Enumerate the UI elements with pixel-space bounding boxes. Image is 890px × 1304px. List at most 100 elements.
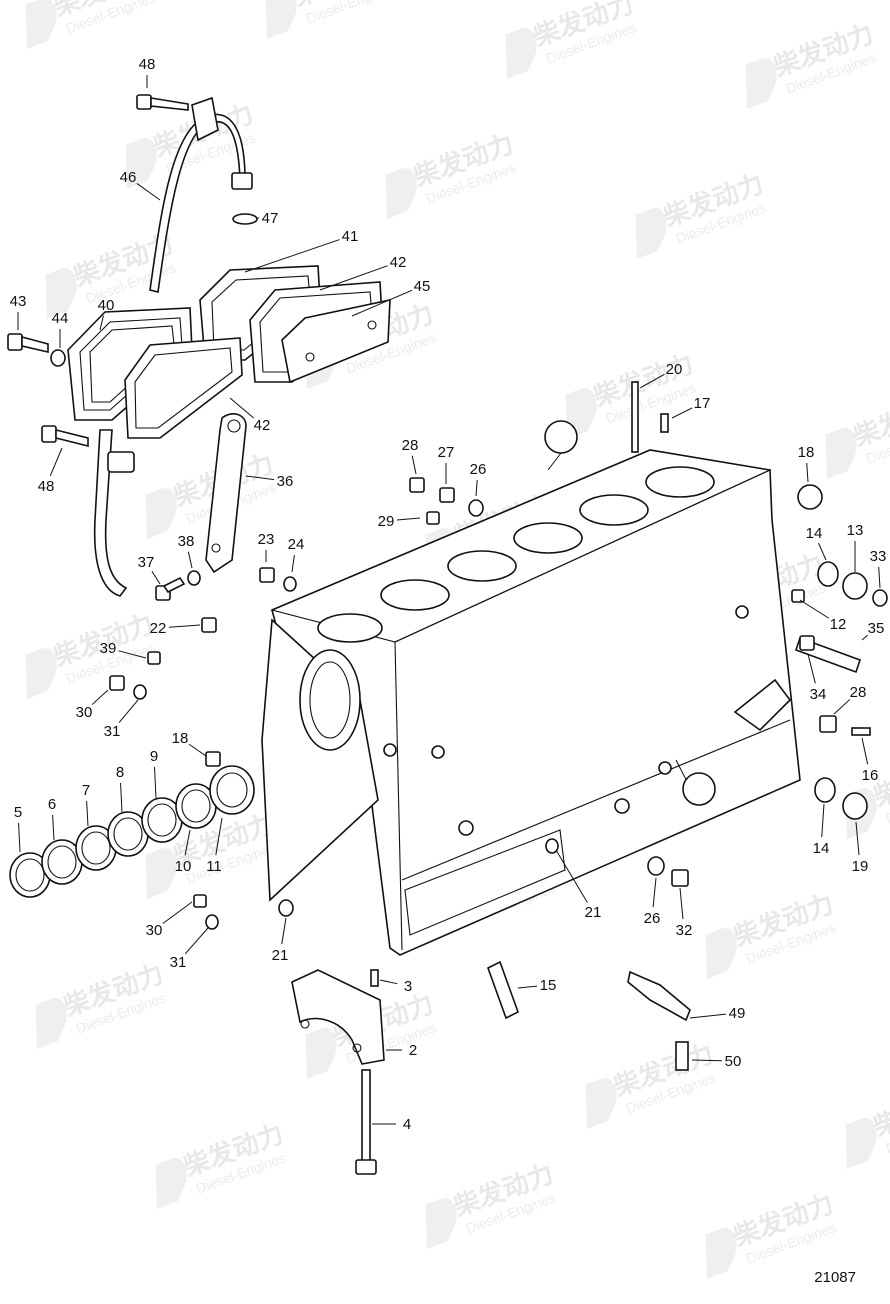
- leader-c18b: [188, 743, 207, 757]
- main-bearing-cap-2: [291, 969, 385, 1065]
- leader-c10: [184, 829, 191, 856]
- callout-c20: 20: [666, 361, 683, 378]
- plug-30-top: [109, 675, 125, 691]
- fitting-34: [799, 635, 815, 651]
- callout-c34: 34: [810, 686, 827, 703]
- leader-c7: [86, 800, 89, 827]
- callout-c14b: 14: [813, 840, 830, 857]
- callout-c12: 12: [830, 616, 847, 633]
- callout-c22: 22: [150, 620, 167, 637]
- washer-31-bottom: [205, 914, 219, 930]
- pin-3: [370, 969, 379, 987]
- leader-c21a: [555, 849, 588, 903]
- callout-c40: 40: [98, 297, 115, 314]
- washer-26-top: [468, 499, 484, 517]
- leader-c45: [351, 289, 413, 317]
- oil-suction-pipe: [93, 96, 258, 597]
- callout-c3: 3: [404, 978, 412, 995]
- callout-c45: 45: [414, 278, 431, 295]
- callout-c11: 11: [206, 858, 222, 875]
- callout-c33: 33: [870, 548, 887, 565]
- callout-c41: 41: [342, 228, 359, 245]
- callout-c17: 17: [694, 395, 711, 412]
- leader-c18a: [806, 462, 809, 483]
- callout-c13: 13: [847, 522, 864, 539]
- leader-lines: [17, 75, 881, 1125]
- plug-23: [259, 567, 275, 583]
- callout-c50: 50: [725, 1053, 742, 1070]
- callout-c14a: 14: [806, 525, 823, 542]
- bolt-4-head: [355, 1159, 377, 1175]
- plug-18: [797, 484, 823, 510]
- leader-c49: [689, 1013, 727, 1019]
- callout-c28a: 28: [402, 437, 419, 454]
- screw-43: [7, 333, 49, 354]
- washer-31-top: [133, 684, 147, 700]
- washer-26-bottom: [647, 856, 665, 876]
- callout-c44: 44: [52, 310, 69, 327]
- leader-c12: [799, 599, 829, 619]
- leader-c19: [855, 821, 860, 856]
- plug-29: [426, 511, 440, 525]
- callout-circle-25: [682, 772, 716, 806]
- callout-c18a: 18: [798, 444, 815, 461]
- callout-c6: 6: [48, 796, 56, 813]
- bearing-shell-10: [175, 783, 217, 829]
- callout-c29: 29: [378, 513, 395, 530]
- small-fittings: [109, 381, 888, 1175]
- callout-c18b: 18: [172, 730, 189, 747]
- leader-c5: [18, 822, 21, 853]
- leader-c31a: [118, 699, 139, 723]
- drawing-number: 21087: [814, 1269, 856, 1286]
- leader-c24: [291, 554, 295, 573]
- sleeve-18-left: [205, 751, 221, 767]
- callout-c24: 24: [288, 536, 305, 553]
- leader-c46: [136, 183, 161, 201]
- callout-c42b: 42: [254, 417, 271, 434]
- callout-c27: 27: [438, 444, 455, 461]
- leader-c50: [691, 1059, 723, 1062]
- leader-c8: [120, 782, 123, 813]
- callout-c21b: 21: [272, 947, 289, 964]
- washer-24: [283, 576, 297, 592]
- pin-17: [660, 413, 669, 433]
- callout-c15: 15: [540, 977, 557, 994]
- leader-c26a: [475, 479, 478, 497]
- tube-15: [487, 960, 519, 1020]
- plate-45: [281, 299, 391, 384]
- callout-c31b: 31: [170, 954, 187, 971]
- callout-c46: 46: [120, 169, 137, 186]
- callout-c8: 8: [116, 764, 124, 781]
- leader-c29: [396, 517, 421, 521]
- leader-c14b: [821, 803, 825, 838]
- callout-c37: 37: [138, 554, 155, 571]
- plug-13: [842, 572, 868, 600]
- pin-16: [851, 727, 871, 736]
- callout-c31a: 31: [104, 723, 121, 740]
- leader-c34: [807, 653, 816, 684]
- callout-c4: 4: [403, 1116, 411, 1133]
- plug-39: [147, 651, 161, 665]
- callout-c10: 10: [175, 858, 192, 875]
- leader-c35: [861, 634, 868, 641]
- leader-c28a: [411, 455, 417, 475]
- plug-32: [671, 869, 689, 887]
- bearing-shells: [9, 765, 255, 898]
- callout-c9: 9: [150, 748, 158, 765]
- callout-c39: 39: [100, 640, 117, 657]
- leader-c6: [52, 814, 55, 841]
- leader-c40: [99, 315, 104, 331]
- leader-c41: [244, 239, 340, 273]
- leader-c1: [547, 452, 562, 471]
- callout-c7: 7: [82, 782, 90, 799]
- seal-ring-14-top: [817, 561, 839, 587]
- plug-22: [201, 617, 217, 633]
